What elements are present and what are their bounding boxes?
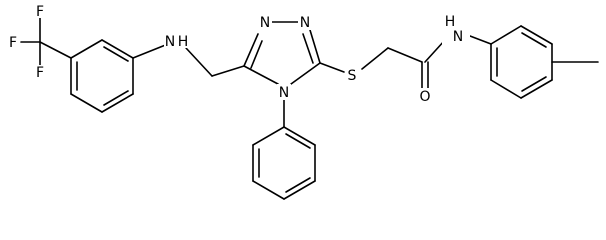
nitrogen-label: N bbox=[260, 15, 270, 31]
triazole-ring bbox=[243, 21, 321, 85]
trifluoromethylphenyl-ring bbox=[70, 39, 134, 113]
atom-label-sulfur: S bbox=[345, 67, 359, 84]
oxygen-label: O bbox=[419, 89, 430, 105]
hydrogen-label: H bbox=[445, 14, 456, 30]
hydrogen-label: H bbox=[178, 34, 189, 50]
trifluoromethyl-group bbox=[20, 17, 72, 66]
atom-label-amine-nh: N H bbox=[164, 32, 192, 50]
nitrogen-label: N bbox=[279, 85, 289, 101]
fluorine-label: F bbox=[36, 65, 44, 81]
atom-label-triazole-n4: N bbox=[277, 84, 291, 101]
atom-label-amide-nh: H N bbox=[442, 14, 470, 46]
nitrogen-label: N bbox=[300, 15, 310, 31]
atom-label-oxygen: O bbox=[418, 88, 432, 105]
atom-label-f-bottom: F bbox=[34, 65, 46, 81]
fluorine-label: F bbox=[36, 4, 44, 20]
n-phenyl-ring bbox=[252, 99, 316, 200]
chemical-structure: F F F N H N N N S O H N bbox=[6, 4, 599, 200]
fluorine-label: F bbox=[9, 35, 17, 51]
nitrogen-label: N bbox=[165, 34, 175, 50]
p-tolyl-ring bbox=[469, 25, 599, 99]
thioacetamide-chain bbox=[319, 39, 446, 89]
nitrogen-label: N bbox=[453, 29, 463, 45]
sulfur-label: S bbox=[348, 68, 357, 84]
aminomethyl-linker bbox=[132, 43, 245, 77]
atom-label-f-left: F bbox=[6, 35, 20, 51]
atom-label-triazole-n1: N bbox=[258, 14, 272, 31]
atom-label-triazole-n2: N bbox=[298, 14, 312, 31]
atom-label-f-top: F bbox=[34, 4, 46, 20]
